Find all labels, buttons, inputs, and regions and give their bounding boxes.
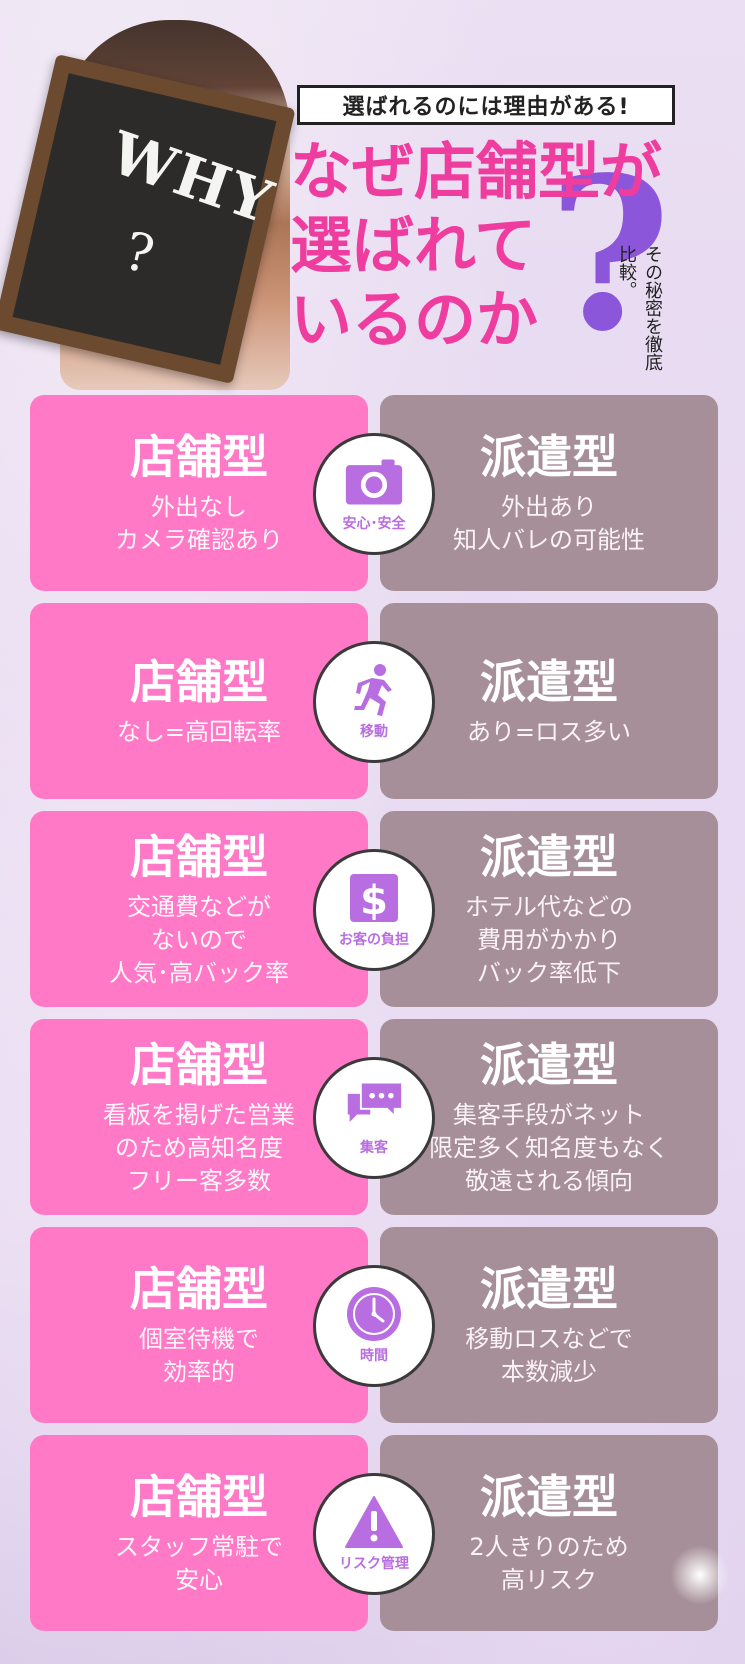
dispatch-type-title: 派遣型	[480, 1470, 618, 1524]
store-type-desc: なし=高回転率	[116, 717, 282, 746]
dollar-icon: $	[344, 871, 404, 925]
comparison-row: 店舗型 なし=高回転率 派遣型 あり=ロス多い 移動	[30, 603, 720, 799]
category-badge: リスク管理	[313, 1473, 435, 1595]
store-type-title: 店舗型	[130, 430, 268, 484]
dispatch-type-card: 派遣型 集客手段がネット 限定多く知名度もなく 敬遠される傾向	[380, 1019, 718, 1215]
category-badge: 集客	[313, 1057, 435, 1179]
badge-label: 集客	[360, 1140, 388, 1156]
store-type-card: 店舗型 なし=高回転率	[30, 603, 368, 799]
store-type-card: 店舗型 スタッフ常駐で 安心	[30, 1435, 368, 1631]
vertical-note: その秘密を徹底比較。	[616, 245, 663, 371]
dispatch-type-desc: 移動ロスなどで 本数減少	[465, 1325, 633, 1386]
store-type-desc: 個室待機で 効率的	[139, 1325, 259, 1386]
store-type-title: 店舗型	[130, 1262, 268, 1316]
sparkle-decoration	[670, 1545, 730, 1605]
comparison-row: 店舗型 個室待機で 効率的 派遣型 移動ロスなどで 本数減少 時間	[30, 1227, 720, 1423]
running-person-icon	[344, 663, 404, 717]
store-type-desc: 看板を掲げた営業 のため高知名度 フリー客多数	[103, 1100, 295, 1195]
dispatch-type-card: 派遣型 外出あり 知人バレの可能性	[380, 395, 718, 591]
store-type-desc: スタッフ常駐で 安心	[115, 1533, 283, 1594]
blackboard-question-text: ?	[118, 221, 160, 287]
dispatch-type-desc: ホテル代などの 費用がかかり バック率低下	[465, 892, 633, 987]
category-badge: 移動	[313, 641, 435, 763]
dispatch-type-title: 派遣型	[480, 430, 618, 484]
store-type-card: 店舗型 個室待機で 効率的	[30, 1227, 368, 1423]
badge-label: お客の負担	[339, 932, 409, 948]
camera-icon	[344, 455, 404, 509]
dispatch-type-title: 派遣型	[480, 829, 618, 884]
store-type-card: 店舗型 交通費などが ないので 人気･高バック率	[30, 811, 368, 1007]
warning-icon	[344, 1495, 404, 1549]
comparison-row: 店舗型 看板を掲げた営業 のため高知名度 フリー客多数 派遣型 集客手段がネット…	[30, 1019, 720, 1215]
store-type-desc: 交通費などが ないので 人気･高バック率	[109, 892, 289, 987]
store-type-title: 店舗型	[130, 829, 268, 884]
store-type-title: 店舗型	[130, 654, 268, 709]
dispatch-type-desc: あり=ロス多い	[466, 717, 632, 746]
comparison-list: 店舗型 外出なし カメラ確認あり 派遣型 外出あり 知人バレの可能性 安心･安全	[30, 395, 720, 1643]
hero-banner: WHY ? 選ばれるのには理由がある! ? なぜ店舗型が 選ばれて いるのか そ…	[0, 0, 745, 390]
chat-bubbles-icon	[344, 1079, 404, 1133]
dispatch-type-title: 派遣型	[480, 654, 618, 709]
badge-label: リスク管理	[339, 1556, 409, 1572]
dispatch-type-desc: 集客手段がネット 限定多く知名度もなく 敬遠される傾向	[429, 1100, 669, 1195]
comparison-row: 店舗型 スタッフ常駐で 安心 派遣型 2人きりのため 高リスク リスク管理	[30, 1435, 720, 1631]
store-type-title: 店舗型	[130, 1470, 268, 1524]
dispatch-type-title: 派遣型	[480, 1262, 618, 1316]
comparison-row: 店舗型 外出なし カメラ確認あり 派遣型 外出あり 知人バレの可能性 安心･安全	[30, 395, 720, 591]
store-type-title: 店舗型	[130, 1037, 268, 1092]
store-type-desc: 外出なし カメラ確認あり	[115, 493, 283, 554]
clock-icon	[344, 1287, 404, 1341]
badge-label: 時間	[360, 1348, 388, 1364]
badge-label: 移動	[360, 724, 388, 740]
category-badge: $ お客の負担	[313, 849, 435, 971]
headline-line-3: いるのか	[290, 283, 539, 356]
badge-label: 安心･安全	[342, 516, 406, 532]
dispatch-type-desc: 2人きりのため 高リスク	[469, 1533, 629, 1594]
dispatch-type-desc: 外出あり 知人バレの可能性	[453, 493, 645, 554]
category-badge: 安心･安全	[313, 433, 435, 555]
dispatch-type-title: 派遣型	[480, 1037, 618, 1092]
dispatch-type-card: 派遣型 ホテル代などの 費用がかかり バック率低下	[380, 811, 718, 1007]
category-badge: 時間	[313, 1265, 435, 1387]
dispatch-type-card: 派遣型 2人きりのため 高リスク	[380, 1435, 718, 1631]
dispatch-type-card: 派遣型 あり=ロス多い	[380, 603, 718, 799]
store-type-card: 店舗型 外出なし カメラ確認あり	[30, 395, 368, 591]
big-question-mark: ?	[548, 131, 672, 378]
store-type-card: 店舗型 看板を掲げた営業 のため高知名度 フリー客多数	[30, 1019, 368, 1215]
tagline-box: 選ばれるのには理由がある!	[297, 85, 675, 125]
svg-text:$: $	[360, 878, 388, 924]
dispatch-type-card: 派遣型 移動ロスなどで 本数減少	[380, 1227, 718, 1423]
headline-line-1: なぜ店舗型が	[290, 135, 663, 208]
comparison-row: 店舗型 交通費などが ないので 人気･高バック率 派遣型 ホテル代などの 費用が…	[30, 811, 720, 1007]
headline: なぜ店舗型が 選ばれて いるのか	[290, 135, 690, 357]
headline-line-2: 選ばれて	[290, 209, 537, 282]
blackboard-why-text: WHY	[102, 118, 283, 238]
